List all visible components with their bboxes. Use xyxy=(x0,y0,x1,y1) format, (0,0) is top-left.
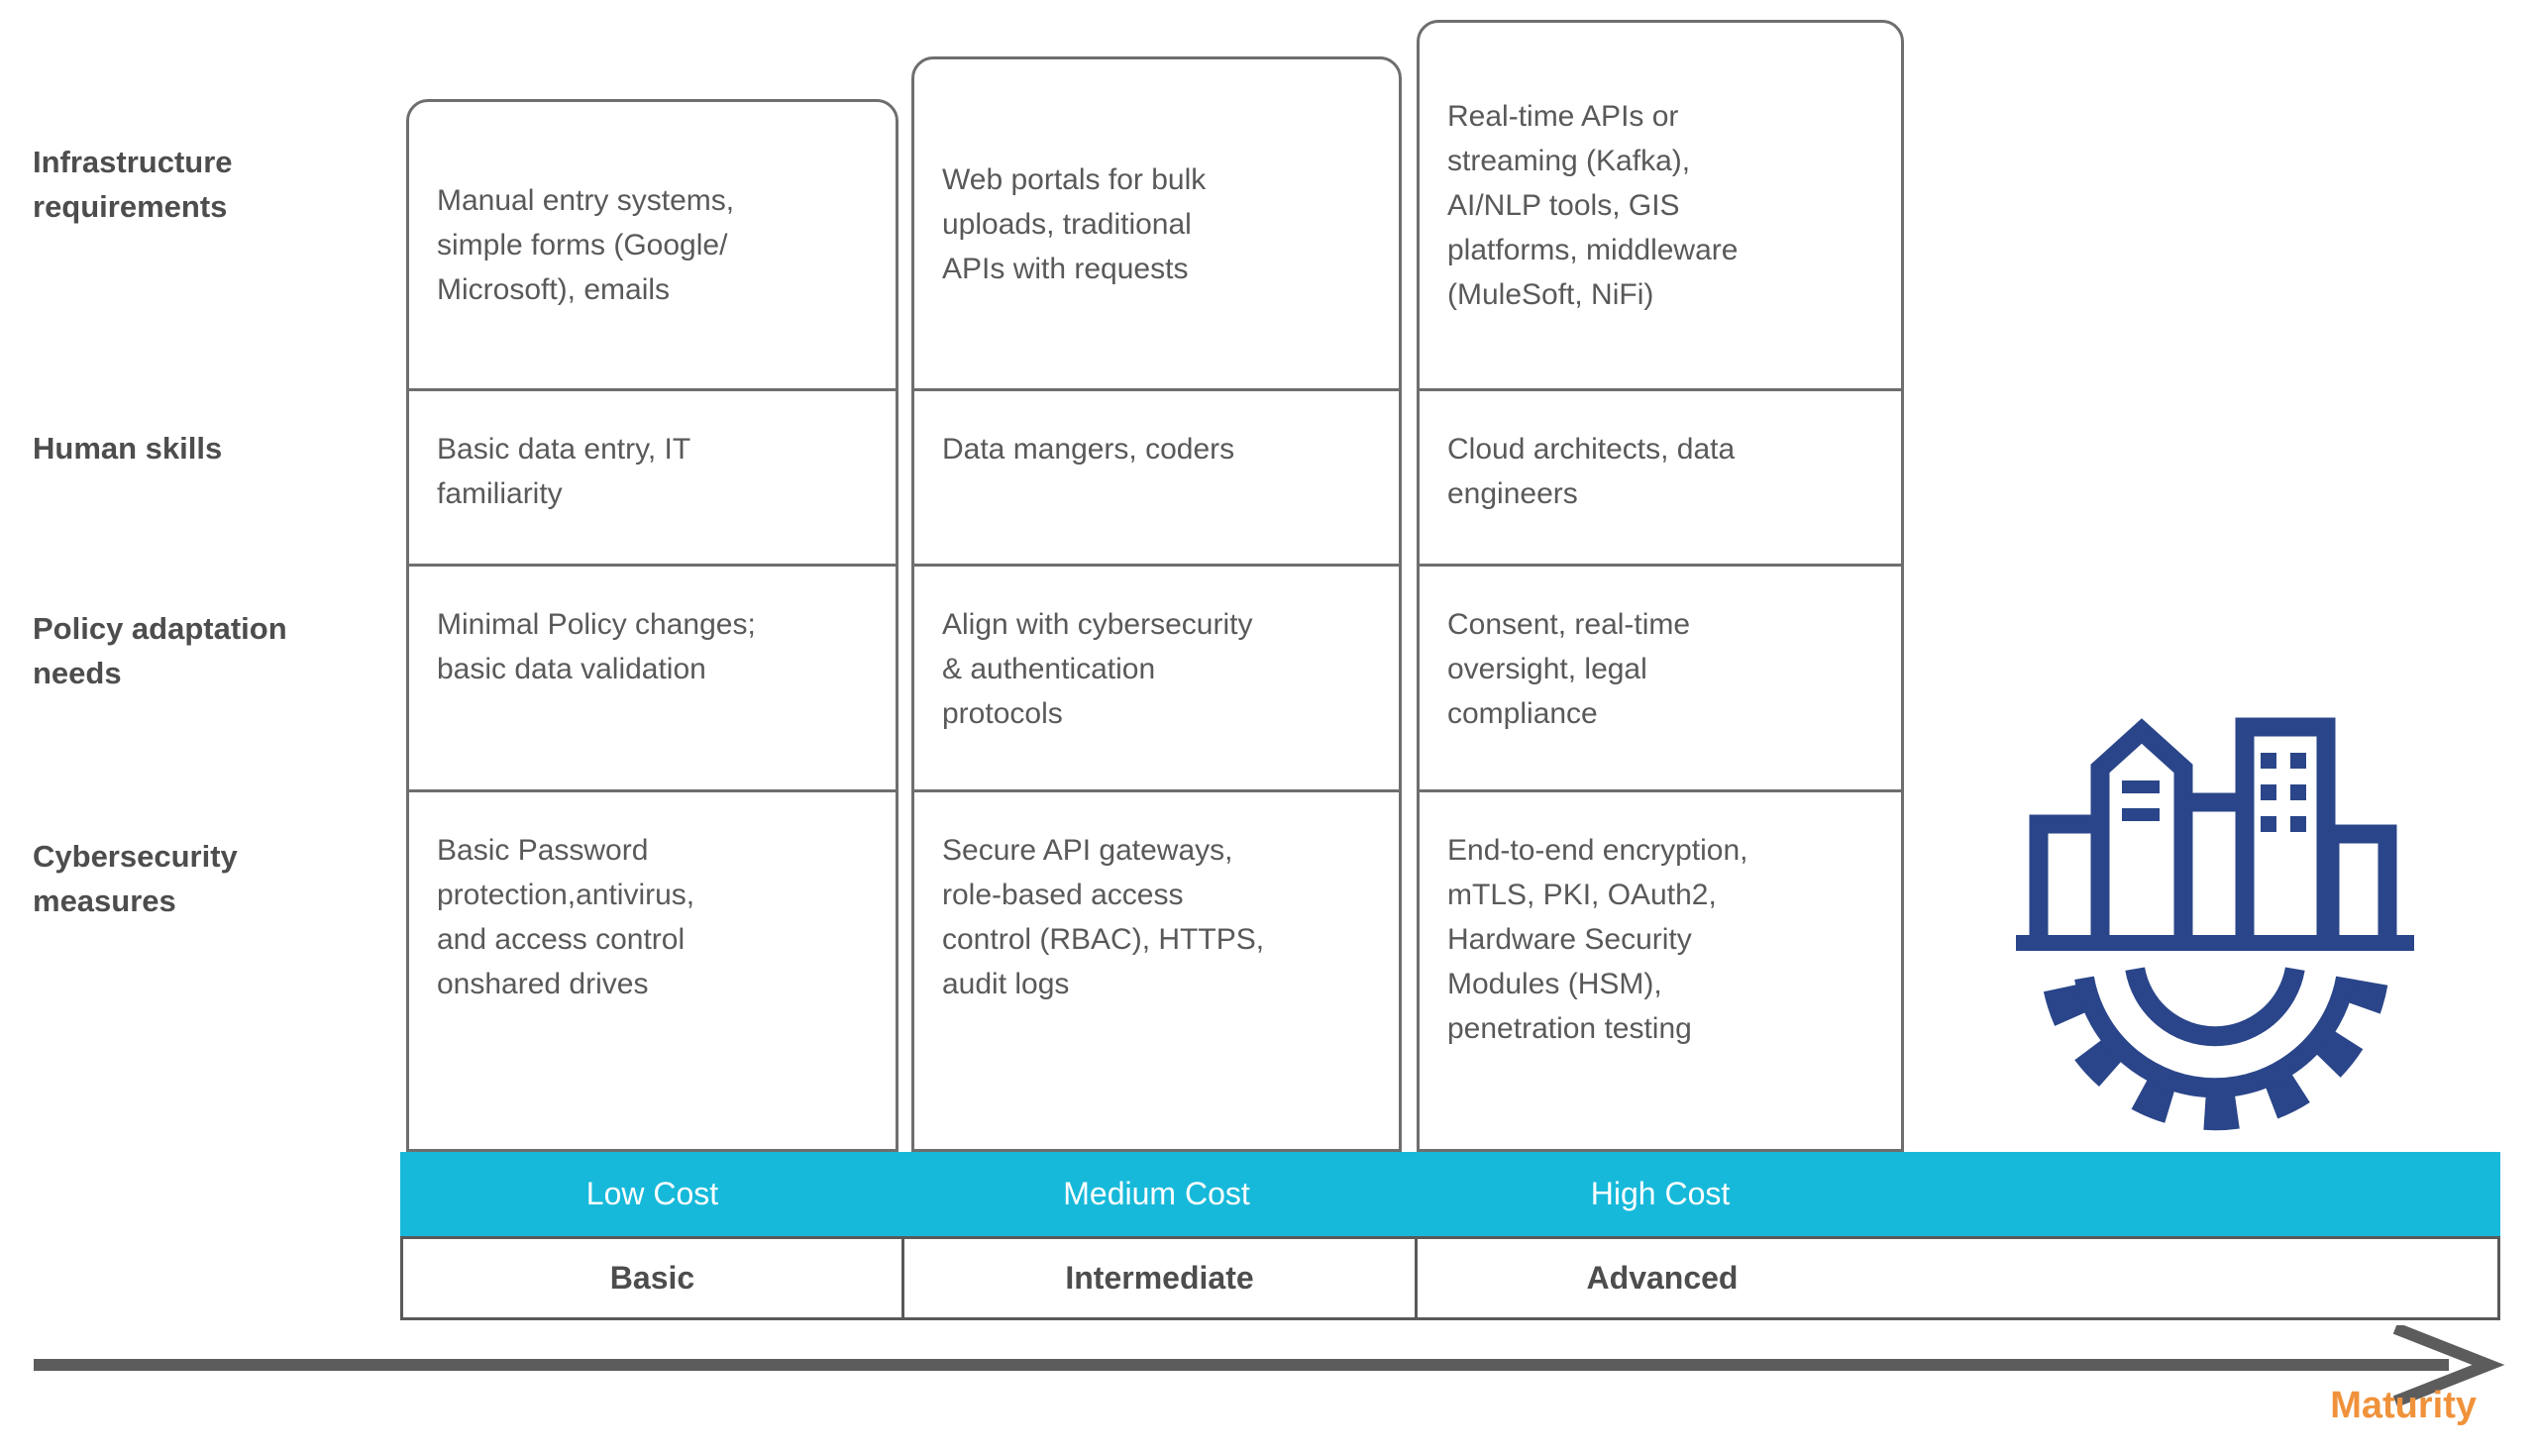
column-basic: Manual entry systems, simple forms (Goog… xyxy=(406,99,898,1152)
cell-basic-infrastructure: Manual entry systems, simple forms (Goog… xyxy=(437,184,735,306)
cell-basic-policy: Minimal Policy changes; basic data valid… xyxy=(409,564,896,789)
row-label-infrastructure-requirements: Infrastructure requirements xyxy=(33,145,233,224)
row-label-cybersecurity-measures: Cybersecurity measures xyxy=(33,839,238,918)
cost-label-low: Low Cost xyxy=(585,1176,719,1211)
row-label-human-skills: Human skills xyxy=(33,431,223,466)
row-label-policy-adaptation-needs: Policy adaptation needs xyxy=(33,611,287,690)
cost-bar: Low Cost Medium Cost High Cost xyxy=(400,1152,2500,1236)
cell-advanced-infrastructure: Real-time APIs or streaming (Kafka), AI/… xyxy=(1447,100,1739,311)
column-advanced: Real-time APIs or streaming (Kafka), AI/… xyxy=(1417,20,1904,1152)
level-cell-advanced: Advanced xyxy=(1415,1239,2497,1317)
cost-label-medium: Medium Cost xyxy=(1063,1176,1250,1211)
cell-advanced-cybersecurity: End-to-end encryption, mTLS, PKI, OAuth2… xyxy=(1420,789,1901,1149)
level-cell-advanced-label: Advanced xyxy=(1586,1260,1739,1296)
cell-basic-cybersecurity: Basic Password protection,antivirus, and… xyxy=(409,789,896,1149)
cost-label-high: High Cost xyxy=(1590,1176,1731,1211)
cell-basic-human-skills: Basic data entry, IT familiarity xyxy=(409,388,896,564)
cell-advanced-policy: Consent, real-time oversight, legal comp… xyxy=(1420,564,1901,789)
cell-advanced-human-skills: Cloud architects, data engineers xyxy=(1420,388,1901,564)
column-intermediate: Web portals for bulk uploads, traditiona… xyxy=(911,56,1402,1152)
level-cell-intermediate: Intermediate xyxy=(901,1239,1415,1317)
city-gear-icon xyxy=(2016,717,2414,1131)
cell-intermediate-cybersecurity: Secure API gateways, role-based access c… xyxy=(914,789,1399,1149)
cell-intermediate-policy: Align with cybersecurity & authenticatio… xyxy=(914,564,1399,789)
cell-intermediate-infrastructure: Web portals for bulk uploads, traditiona… xyxy=(942,162,1207,285)
level-cell-basic: Basic xyxy=(609,1260,695,1296)
maturity-axis-arrow xyxy=(34,1325,2505,1407)
maturity-level-row: Basic Intermediate Advanced xyxy=(400,1236,2500,1320)
cell-intermediate-human-skills: Data mangers, coders xyxy=(914,388,1399,564)
maturity-axis-label: Maturity xyxy=(2330,1385,2477,1426)
